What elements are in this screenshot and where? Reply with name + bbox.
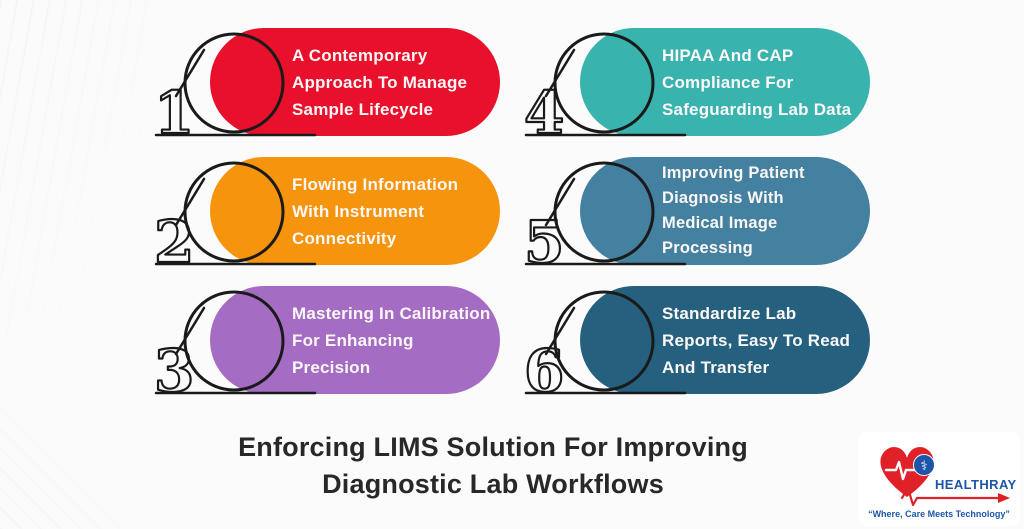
feature-item-4: HIPAA And CAP Compliance For Safeguardin… bbox=[520, 28, 880, 168]
outline-circle bbox=[553, 32, 655, 134]
item-number: 2 bbox=[154, 208, 194, 276]
outline-circle bbox=[553, 161, 655, 263]
pill-text-line: HIPAA And CAP bbox=[662, 45, 794, 65]
pill-text-line: With Instrument bbox=[292, 201, 425, 221]
feature-item-6: Standardize Lab Reports, Easy To Read An… bbox=[520, 286, 880, 426]
item-number: 5 bbox=[524, 208, 564, 276]
healthray-logo: ⚕ HEALTHRAY “Where, Care Meets Technolog… bbox=[858, 432, 1020, 526]
medical-circle-icon bbox=[913, 454, 935, 476]
pill-text-line: Mastering In Calibration bbox=[292, 303, 491, 323]
title-line-2: Diagnostic Lab Workflows bbox=[322, 469, 664, 499]
number-tail-line bbox=[174, 48, 206, 98]
feature-item-5: Improving Patient Diagnosis With Medical… bbox=[520, 157, 880, 297]
number-circle-decoration: 1 bbox=[153, 32, 317, 148]
outline-circle bbox=[183, 32, 285, 134]
number-tail-line bbox=[174, 177, 206, 227]
pill-text-line: A Contemporary bbox=[292, 45, 428, 65]
pill-text-line: Improving Patient bbox=[662, 164, 805, 182]
pill-text-line: Precision bbox=[292, 357, 371, 377]
pill-text-line: Diagnosis With bbox=[662, 189, 784, 207]
ekg-line-icon bbox=[884, 460, 918, 481]
feature-pill: A Contemporary Approach To Manage Sample… bbox=[210, 28, 500, 136]
pill-text-line: Reports, Easy To Read bbox=[662, 330, 851, 350]
pill-text-line: Flowing Information bbox=[292, 174, 459, 194]
outline-circle bbox=[183, 161, 285, 263]
title-line-1: Enforcing LIMS Solution For Improving bbox=[238, 432, 748, 462]
item-number: 1 bbox=[154, 79, 194, 147]
infographic-title: Enforcing LIMS Solution For Improving Di… bbox=[0, 429, 986, 503]
number-circle-decoration: 6 bbox=[523, 290, 687, 406]
pill-text-line: Standardize Lab bbox=[662, 303, 797, 323]
pill-text-line: Connectivity bbox=[292, 228, 397, 248]
feature-item-1: A Contemporary Approach To Manage Sample… bbox=[150, 28, 510, 168]
feature-item-2: Flowing Information With Instrument Conn… bbox=[150, 157, 510, 297]
arrow-ekg-line-icon bbox=[900, 486, 1002, 507]
pill-text-line: Medical Image bbox=[662, 214, 778, 232]
healthray-logo-graphic: ⚕ bbox=[880, 447, 1010, 507]
item-number: 3 bbox=[154, 337, 194, 405]
pill-text-line: Compliance For bbox=[662, 72, 794, 92]
number-tail-line bbox=[544, 177, 576, 227]
number-circle-decoration: 2 bbox=[153, 161, 317, 277]
number-tail-line bbox=[174, 306, 206, 356]
background-pattern-top-left bbox=[0, 0, 150, 340]
feature-pill: Mastering In Calibration For Enhancing P… bbox=[210, 286, 500, 394]
feature-item-3: Mastering In Calibration For Enhancing P… bbox=[150, 286, 510, 426]
feature-pill: Flowing Information With Instrument Conn… bbox=[210, 157, 500, 265]
number-circle-decoration: 5 bbox=[523, 161, 687, 277]
brand-name: HEALTHRAY bbox=[935, 477, 1017, 492]
item-number: 6 bbox=[524, 337, 564, 405]
number-tail-line bbox=[544, 306, 576, 356]
number-circle-decoration: 3 bbox=[153, 290, 317, 406]
pill-text-line: Safeguarding Lab Data bbox=[662, 99, 852, 119]
pill-text-line: Sample Lifecycle bbox=[292, 99, 434, 119]
pill-text-line: Processing bbox=[662, 239, 753, 257]
outline-circle bbox=[553, 290, 655, 392]
arrow-head-icon bbox=[998, 493, 1010, 503]
outline-circle bbox=[183, 290, 285, 392]
feature-pill: Improving Patient Diagnosis With Medical… bbox=[580, 157, 870, 265]
feature-pill: HIPAA And CAP Compliance For Safeguardin… bbox=[580, 28, 870, 136]
pill-text-line: For Enhancing bbox=[292, 330, 414, 350]
staff-of-aesculapius-icon: ⚕ bbox=[920, 459, 927, 474]
pill-text-line: Approach To Manage bbox=[292, 72, 468, 92]
brand-tagline: “Where, Care Meets Technology” bbox=[868, 509, 1010, 519]
feature-pill: Standardize Lab Reports, Easy To Read An… bbox=[580, 286, 870, 394]
pill-text-line: And Transfer bbox=[662, 357, 770, 377]
number-tail-line bbox=[544, 48, 576, 98]
item-number: 4 bbox=[524, 79, 564, 147]
number-circle-decoration: 4 bbox=[523, 32, 687, 148]
